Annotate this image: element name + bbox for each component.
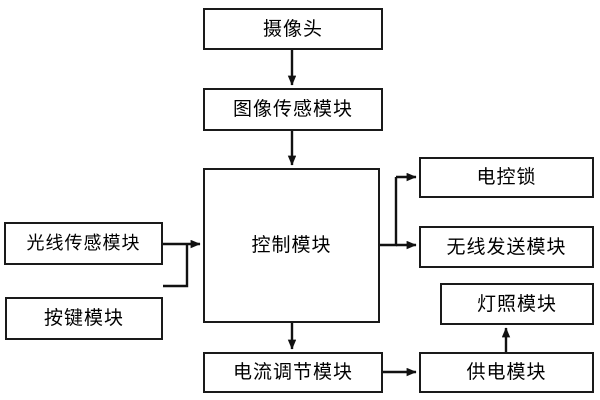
node-lighting-module-label: 灯照模块 [476,292,557,315]
edge-control-right-trunk [380,177,398,247]
node-power-supply-module-label: 供电模块 [466,361,547,383]
node-control-module-label: 控制模块 [251,234,332,256]
node-electronic-lock-label: 电控锁 [476,166,537,188]
node-current-regulation-module[interactable]: 电流调节模块 [203,352,383,393]
node-current-regulation-module-label: 电流调节模块 [232,361,353,383]
node-light-sensing-module[interactable]: 光线传感模块 [4,222,163,265]
edge-key-to-control [163,244,189,288]
node-control-module[interactable]: 控制模块 [203,168,380,323]
node-image-sensing-module[interactable]: 图像传感模块 [203,88,383,131]
node-wireless-transmit-module[interactable]: 无线发送模块 [419,226,594,268]
node-power-supply-module[interactable]: 供电模块 [419,352,594,393]
node-electronic-lock[interactable]: 电控锁 [419,157,594,198]
node-camera-label: 摄像头 [262,17,323,40]
node-light-sensing-module-label: 光线传感模块 [26,232,141,254]
node-key-module[interactable]: 按键模块 [5,297,163,340]
node-camera[interactable]: 摄像头 [203,8,383,50]
node-image-sensing-module-label: 图像传感模块 [232,98,353,120]
node-wireless-transmit-module-label: 无线发送模块 [446,235,567,258]
node-lighting-module[interactable]: 灯照模块 [440,283,594,325]
node-key-module-label: 按键模块 [43,307,124,329]
